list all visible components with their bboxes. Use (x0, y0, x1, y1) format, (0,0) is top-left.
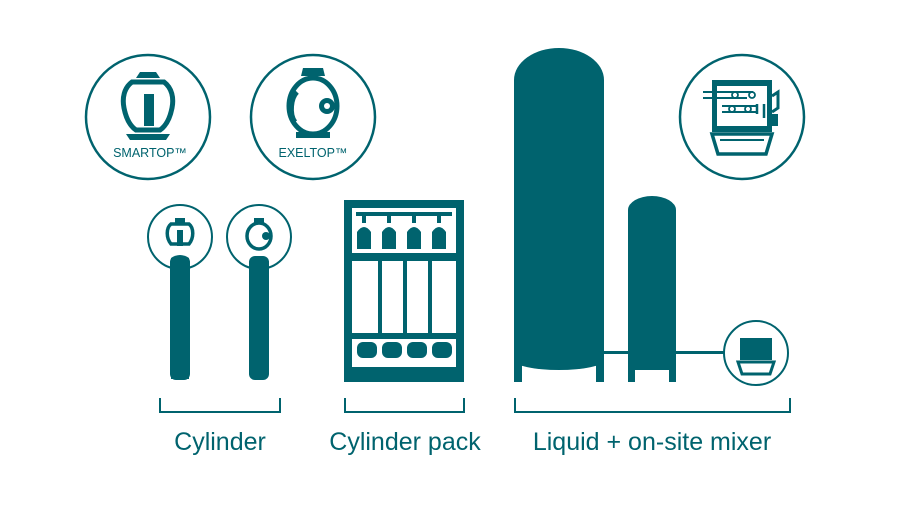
cylinder-smartop (147, 204, 213, 380)
liquid-tank-small (628, 196, 676, 382)
smartop-label: SMARTOP™ (113, 146, 187, 160)
exeltop-valve-icon (286, 68, 340, 138)
cylinder-pack (344, 200, 464, 382)
pack-cylinders (357, 215, 446, 249)
liquid-bracket (514, 398, 791, 413)
cylinder-pack-label: Cylinder pack (329, 428, 481, 456)
mixer-badge (678, 53, 806, 181)
cylinder-label: Cylinder (174, 428, 266, 456)
cylinder-bracket (159, 398, 281, 413)
exeltop-label: EXELTOP™ (278, 146, 347, 160)
smartop-badge: SMARTOP™ (84, 53, 212, 181)
mini-exeltop-icon (245, 218, 273, 251)
mixer-icon (703, 80, 780, 156)
liquid-label: Liquid + on-site mixer (533, 428, 771, 456)
cylinder-pack-bracket (344, 398, 465, 413)
exeltop-badge: EXELTOP™ (249, 53, 377, 181)
liquid-tank-large (514, 48, 604, 382)
mini-mixer-icon (735, 338, 777, 376)
cylinder-exeltop (226, 204, 292, 380)
smartop-valve-icon (120, 72, 176, 140)
mini-smartop-icon (165, 218, 195, 246)
mixer-mini-badge (723, 320, 789, 386)
